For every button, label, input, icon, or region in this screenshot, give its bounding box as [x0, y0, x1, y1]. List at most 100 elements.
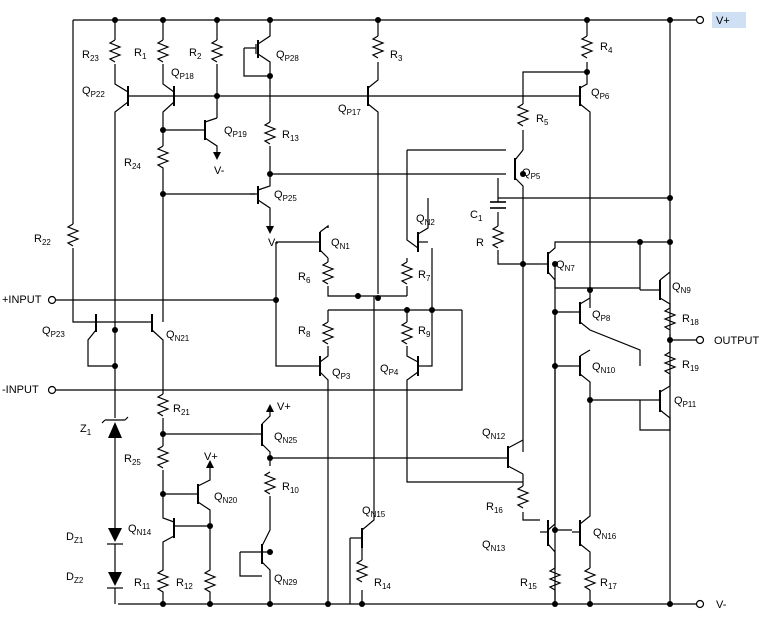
- supply-arrows: [206, 152, 274, 468]
- label-r16: R16: [486, 501, 503, 515]
- qn25-vplus-label: V+: [277, 401, 291, 413]
- label-qn9: QN9: [672, 281, 691, 295]
- label-qp5: QP5: [522, 167, 541, 181]
- component-labels: R23 R1 QP18 R2 QP28 R3 R4 QP22 QP17 QP6 …: [34, 41, 699, 591]
- label-qn1: QN1: [331, 237, 350, 251]
- label-dz2: DZ2: [66, 571, 84, 585]
- input-minus-label: -INPUT: [2, 384, 39, 396]
- label-r21: R21: [173, 403, 190, 417]
- label-qn29: QN29: [274, 573, 298, 587]
- label-qn25: QN25: [274, 431, 298, 445]
- label-r14: R14: [374, 577, 391, 591]
- input-plus-label: +INPUT: [2, 294, 42, 306]
- label-r19: R19: [682, 359, 699, 373]
- r24-resistor: [156, 145, 170, 178]
- vplus-highlight: [712, 12, 746, 28]
- label-qp6: QP6: [591, 87, 610, 101]
- r25-resistor: [156, 445, 170, 469]
- r5-resistor: [516, 103, 530, 127]
- r16-resistor: [516, 485, 530, 509]
- label-r18: R18: [682, 313, 699, 327]
- label-qp11: QP11: [674, 395, 697, 409]
- vminus-label: V-: [716, 599, 727, 611]
- label-qp19: QP19: [224, 125, 247, 139]
- r22-resistor: [66, 223, 80, 247]
- output-label: OUTPUT: [714, 335, 760, 347]
- qp25-vminus-label: V-: [268, 237, 279, 249]
- vminus-terminal: [695, 599, 705, 609]
- output-terminal: [695, 335, 705, 345]
- label-qp17: QP17: [338, 103, 361, 117]
- label-qp4: QP4: [380, 363, 399, 377]
- label-qn12: QN12: [482, 427, 506, 441]
- r2-resistor: [210, 39, 224, 63]
- label-r6: R6: [298, 271, 311, 285]
- label-r4: R4: [600, 41, 613, 55]
- r15-resistor: [548, 567, 562, 591]
- vplus-label: V+: [716, 15, 730, 27]
- input-minus-terminal: [47, 385, 57, 395]
- r4-resistor: [580, 35, 594, 59]
- label-qp22: QP22: [82, 85, 105, 99]
- label-r1: R1: [134, 47, 147, 61]
- label-c1: C1: [470, 209, 483, 223]
- r14-resistor: [355, 559, 369, 583]
- r9-resistor: [400, 321, 414, 345]
- label-r12: R12: [176, 577, 193, 591]
- z1-zener: [108, 422, 122, 438]
- label-qp23: QP23: [42, 325, 65, 339]
- label-r15: R15: [520, 577, 537, 591]
- vplus-terminal: [695, 15, 705, 25]
- input-plus-terminal: [47, 295, 57, 305]
- base-leads: [148, 129, 660, 604]
- r12-resistor: [203, 560, 217, 604]
- r19-resistor: [663, 351, 677, 375]
- r6-resistor: [321, 261, 335, 285]
- label-r17: R17: [600, 577, 617, 591]
- r7-resistor: [400, 261, 414, 285]
- label-r24: R24: [124, 157, 141, 171]
- label-qp3: QP3: [332, 367, 351, 381]
- label-qn21: QN21: [166, 329, 190, 343]
- label-r11: R11: [134, 577, 151, 591]
- label-z1: Z1: [80, 423, 92, 437]
- label-qn2: QN2: [416, 213, 435, 227]
- qp19-vminus-label: V-: [214, 165, 225, 177]
- label-r23: R23: [82, 49, 99, 63]
- r8-resistor: [321, 321, 335, 345]
- label-dz1: DZ1: [66, 531, 84, 545]
- label-qn13: QN13: [482, 539, 506, 553]
- label-qn20: QN20: [214, 491, 238, 505]
- dz2-diode: [108, 572, 122, 586]
- label-qp8: QP8: [592, 309, 611, 323]
- label-r13: R13: [282, 129, 299, 143]
- label-qp28: QP28: [276, 49, 299, 63]
- label-qn10: QN10: [592, 361, 616, 375]
- r23-resistor: [108, 39, 122, 63]
- wires: [56, 19, 700, 605]
- label-r3: R3: [390, 49, 403, 63]
- label-r8: R8: [298, 325, 311, 339]
- label-r5: R5: [536, 113, 549, 127]
- qn20-vplus-label: V+: [204, 451, 218, 463]
- label-qn7: QN7: [556, 259, 575, 273]
- dz1-diode: [108, 528, 122, 542]
- label-r9: R9: [418, 325, 431, 339]
- resistors: [66, 35, 677, 604]
- label-r25: R25: [124, 453, 141, 467]
- r18-resistor: [663, 307, 677, 331]
- label-r22: R22: [34, 233, 51, 247]
- label-r2: R2: [189, 47, 202, 61]
- label-qn14: QN14: [128, 523, 152, 537]
- diodes: [101, 416, 129, 589]
- r13-resistor: [263, 121, 277, 145]
- r17-resistor: [583, 567, 597, 591]
- label-qp18: QP18: [171, 67, 194, 81]
- label-qp25: QP25: [274, 189, 297, 203]
- label-r10: R10: [282, 481, 299, 495]
- r10-resistor: [263, 471, 277, 495]
- label-qn16: QN16: [593, 527, 617, 541]
- junctions: [112, 17, 673, 607]
